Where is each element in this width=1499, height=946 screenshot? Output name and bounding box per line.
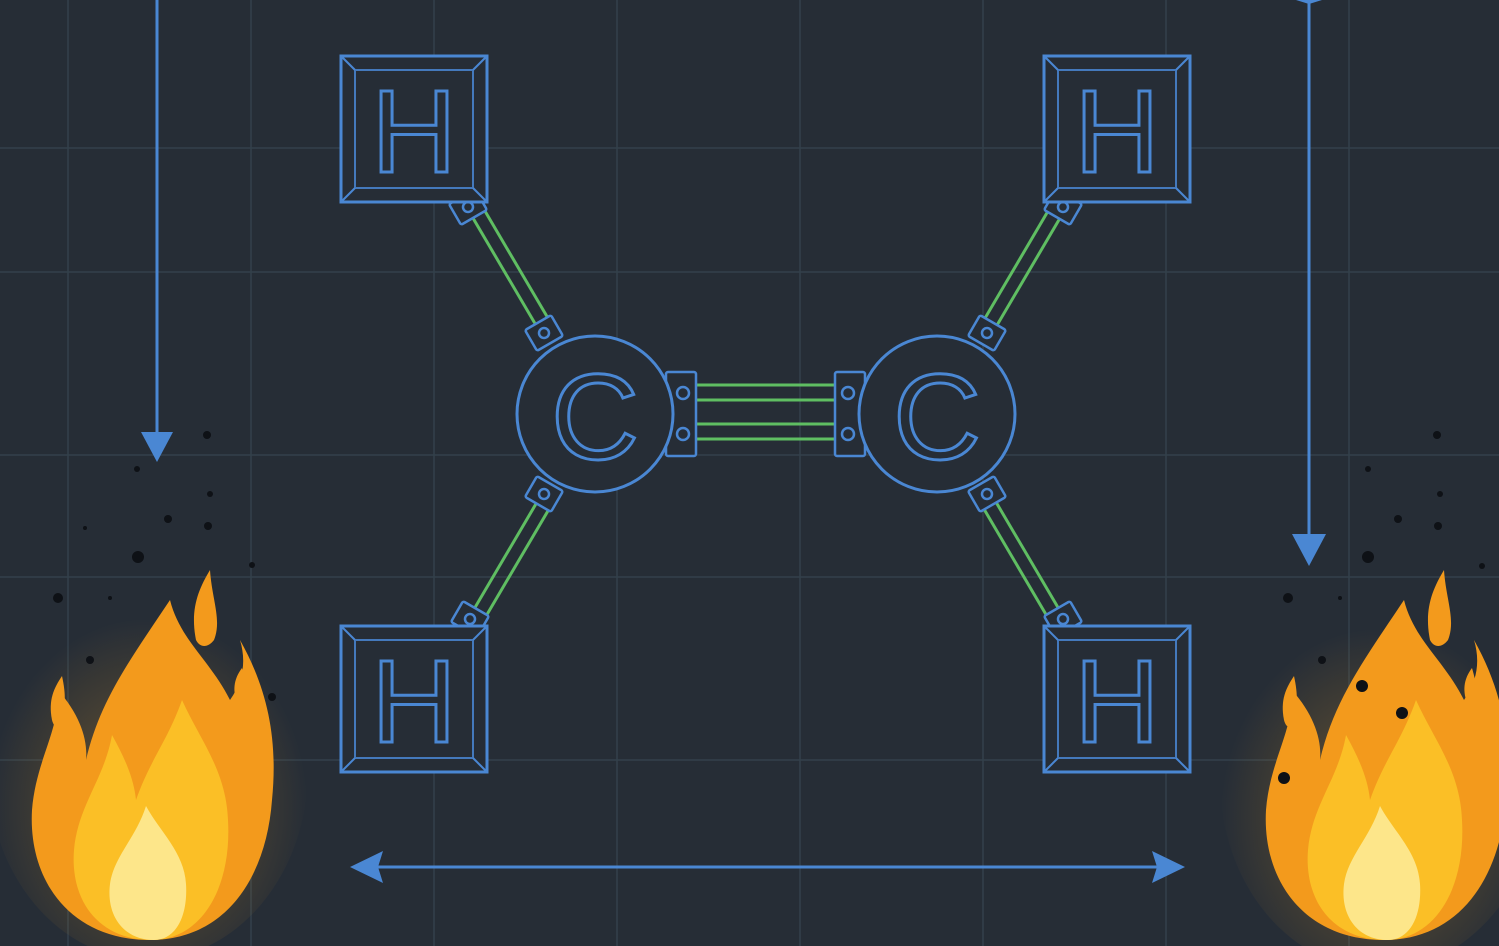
arrow-horizontal [350,851,1185,883]
atom-frame [339,624,489,774]
atom-corner-tick [1043,625,1059,641]
arrow-down-right [1292,0,1326,566]
bond-c-c-double [697,383,836,441]
atom-symbol: C [551,349,639,485]
connector-c-left-bottom [524,475,564,513]
connector-c-right-top [967,314,1007,352]
soot-particles-left [53,431,276,701]
atom-corner-tick [1175,187,1191,203]
flame-left [0,431,308,946]
atom-symbol: C [893,349,981,485]
bond-c-right-h-top-right [979,205,1065,333]
atom-symbol: H [1074,636,1159,768]
atom-corner-tick [340,55,356,71]
soot-particles-right [1278,431,1485,784]
atom-corner-tick [340,625,356,641]
flame-right [1220,431,1499,946]
atom-inner-frame [354,639,474,759]
atom-corner-tick [1043,187,1059,203]
atom-frame [339,54,489,204]
atom-c-right: C [857,334,1017,494]
atom-inner-frame [1057,639,1177,759]
bond-c-right-h-bottom-right [979,496,1065,624]
fire-icon [1265,570,1499,940]
atom-corner-tick [340,187,356,203]
bond-c-left-h-bottom-left [468,496,554,624]
atom-corner-tick [1043,55,1059,71]
atom-frame [1042,624,1192,774]
atom-corner-tick [340,757,356,773]
atom-inner-frame [354,69,474,189]
atom-layer: H H C C H H [339,54,1192,774]
atom-inner-frame [1057,69,1177,189]
atom-corner-tick [1175,55,1191,71]
atom-corner-tick [1175,625,1191,641]
atom-c-left: C [515,334,675,494]
atom-h-top-left: H [339,54,489,204]
connector-c-right-bottom [967,475,1007,513]
atom-corner-tick [1043,757,1059,773]
bond-layer [468,205,1065,624]
atom-symbol: H [371,66,456,198]
atom-frame [515,334,675,494]
atom-symbol: H [1074,66,1159,198]
atom-frame [1042,54,1192,204]
atom-h-bottom-right: H [1042,624,1192,774]
bond-c-left-h-top-left [468,205,554,333]
atom-h-top-right: H [1042,54,1192,204]
atom-corner-tick [1175,757,1191,773]
atom-symbol: H [371,636,456,768]
connector-c-right-left [833,370,867,458]
arrow-down-left [141,0,173,462]
connector-c-left-top [524,314,564,352]
atom-corner-tick [472,625,488,641]
atom-corner-tick [472,757,488,773]
atom-corner-tick [472,55,488,71]
fire-icon [31,570,274,940]
atom-h-bottom-left: H [339,624,489,774]
atom-corner-tick [472,187,488,203]
atom-frame [857,334,1017,494]
